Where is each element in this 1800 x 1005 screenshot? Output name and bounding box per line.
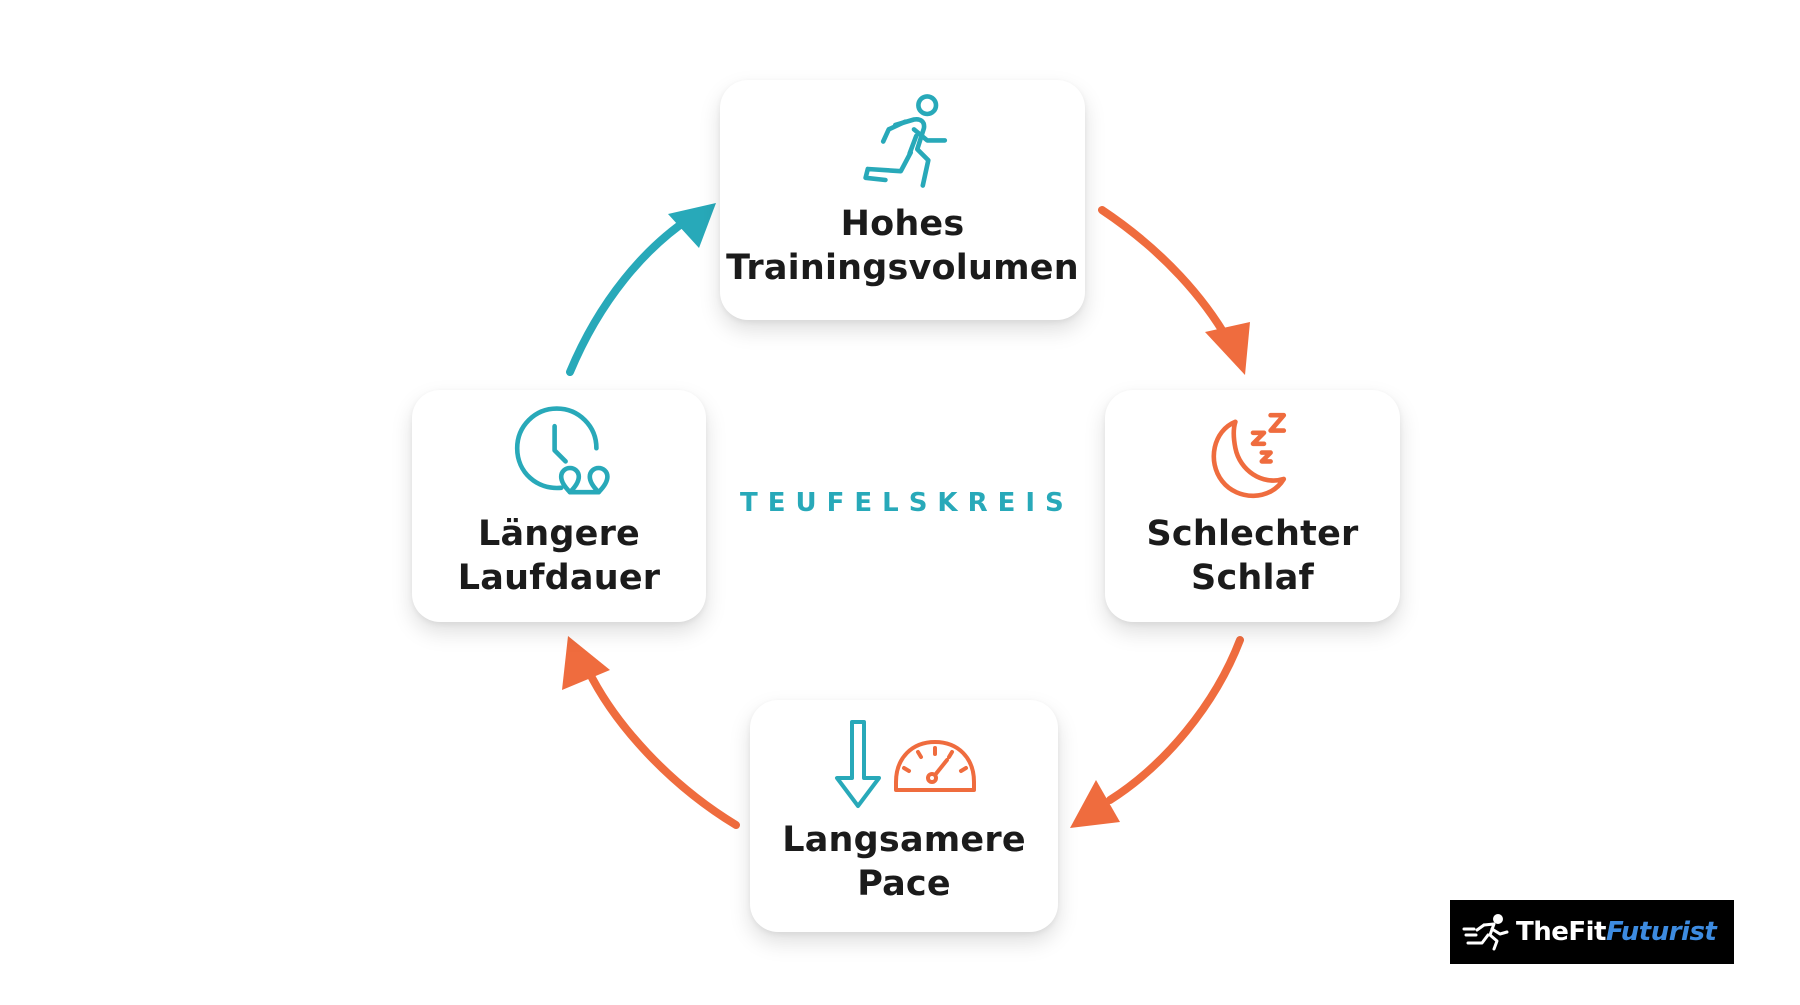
arrow-down-speedometer-icon bbox=[835, 720, 976, 808]
node-label-line1: Hohes bbox=[840, 204, 965, 244]
brand-logo-text: TheFitFuturist bbox=[1516, 917, 1717, 947]
center-title: TEUFELSKREIS bbox=[740, 488, 1074, 518]
node-label-line2: Trainingsvolumen bbox=[726, 248, 1079, 288]
arrow-top-to-right bbox=[1098, 206, 1250, 375]
moon-sleep-icon bbox=[1211, 412, 1286, 499]
node-schlechter-schlaf: Schlechter Schlaf bbox=[1105, 390, 1400, 622]
node-langsamere-pace: Langsamere Pace bbox=[750, 700, 1058, 932]
node-label-line2: Schlaf bbox=[1191, 558, 1314, 598]
node-label-line1: Längere bbox=[477, 514, 640, 554]
clock-route-icon bbox=[514, 406, 610, 495]
brand-logo: TheFitFuturist bbox=[1450, 900, 1734, 964]
node-laengere-laufdauer: Längere Laufdauer bbox=[412, 390, 706, 622]
arrow-down-icon bbox=[835, 720, 881, 808]
arrow-left-to-top bbox=[566, 203, 716, 376]
node-label: Hohes Trainingsvolumen bbox=[726, 202, 1079, 290]
node-label-line2: Pace bbox=[857, 864, 951, 904]
node-label-line1: Langsamere bbox=[782, 820, 1026, 860]
arrow-right-to-bottom bbox=[1070, 636, 1244, 828]
runner-logo-icon bbox=[1462, 914, 1509, 951]
arrow-bottom-to-left bbox=[562, 636, 740, 829]
speedometer-icon bbox=[894, 740, 976, 792]
brand-logo-text-part2: Futurist bbox=[1605, 917, 1717, 947]
runner-icon bbox=[862, 94, 947, 188]
node-label: Langsamere Pace bbox=[782, 818, 1026, 906]
node-hohes-trainingsvolumen: Hohes Trainingsvolumen bbox=[720, 80, 1085, 320]
node-label-line2: Laufdauer bbox=[457, 558, 661, 598]
brand-logo-text-part1: TheFit bbox=[1516, 917, 1606, 947]
node-label: Schlechter Schlaf bbox=[1147, 512, 1359, 600]
node-label-line1: Schlechter bbox=[1146, 514, 1359, 554]
node-label: Längere Laufdauer bbox=[458, 512, 660, 600]
